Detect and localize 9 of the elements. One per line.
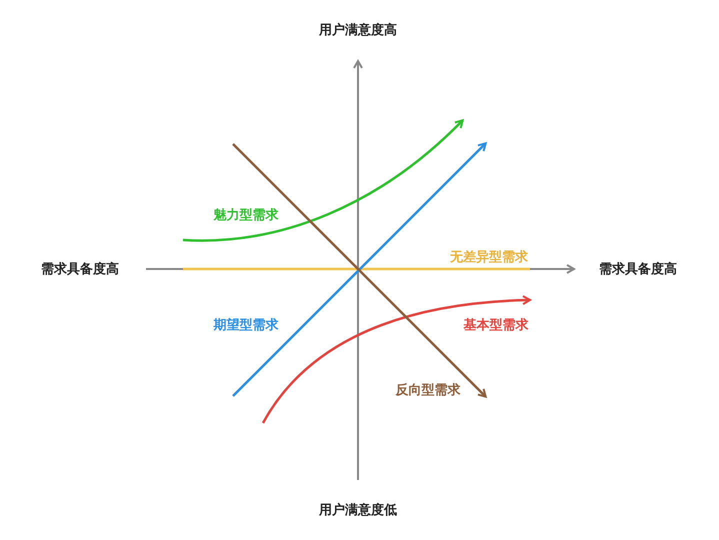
axis-label: 需求具备度高 — [41, 260, 119, 278]
axis-label: 用户满意度低 — [319, 502, 397, 519]
curve-label: 基本型需求 — [464, 317, 528, 334]
curve-label: 无差异型需求 — [450, 249, 528, 266]
axis-label: 用户满意度高 — [319, 22, 397, 39]
curve-label: 期望型需求 — [214, 316, 278, 334]
curve-label: 魅力型需求 — [214, 207, 278, 224]
axis-label: 需求具备度高 — [599, 260, 677, 278]
curve-label: 反向型需求 — [396, 382, 460, 399]
